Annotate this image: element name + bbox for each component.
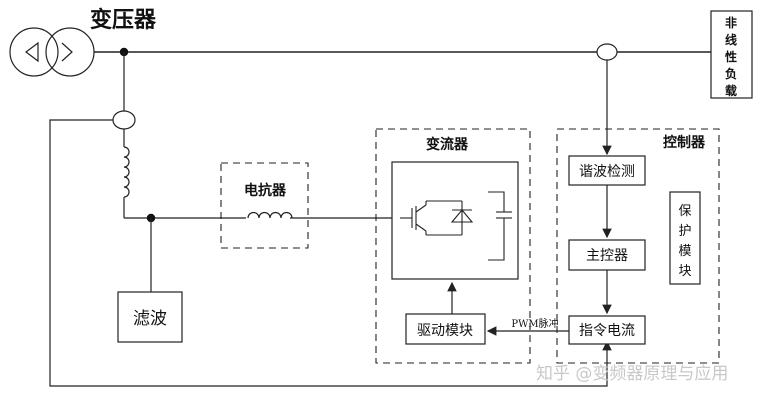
converter-label: 变流器 (426, 136, 469, 153)
watermark: 知乎 @变频器原理与应用 (536, 364, 728, 384)
command-current-box (568, 315, 646, 345)
branch-current-sensor (112, 110, 136, 130)
load-current-sensor (596, 43, 618, 61)
reactor-label: 电抗器 (244, 182, 287, 199)
converter-box (375, 128, 531, 364)
main-controller-label: 主控器 (586, 248, 628, 264)
svg-text:性: 性 (724, 49, 737, 64)
svg-text:负: 负 (725, 66, 737, 81)
filter-label: 滤波 (133, 309, 167, 329)
harmonic-detect-box (568, 155, 646, 186)
transformer-label: 变压器 (90, 7, 157, 33)
svg-text:载: 载 (725, 83, 737, 98)
svg-text:非: 非 (725, 15, 737, 30)
svg-text:块: 块 (678, 264, 691, 279)
protection-module-label: 保 护 模 块 (678, 204, 691, 279)
main-controller-box (568, 239, 646, 271)
nonlinear-load-box (710, 10, 753, 99)
harmonic-detect-label: 谐波检测 (579, 164, 635, 180)
transformer-symbol (9, 27, 95, 77)
reactor-inductor (247, 211, 293, 219)
pwm-label: PWM脉冲 (511, 317, 558, 330)
command-current-label: 指令电流 (579, 323, 635, 339)
dc-capacitor-symbol (488, 191, 512, 261)
filter-box (117, 291, 183, 343)
svg-text:护: 护 (678, 224, 691, 239)
drive-module-label: 驱动模块 (417, 323, 473, 339)
feedback-line (49, 119, 612, 387)
inverter-box (391, 161, 519, 280)
controller-box (556, 128, 720, 364)
protection-module-box (669, 191, 701, 285)
nonlinear-load-label: 非 线 性 负 载 (724, 15, 737, 98)
svg-text:保: 保 (678, 204, 691, 219)
svg-text:线: 线 (725, 32, 737, 47)
drive-module-box (405, 313, 486, 345)
controller-label: 控制器 (663, 134, 706, 151)
branch-inductor (123, 146, 130, 198)
igbt-symbol (400, 200, 474, 236)
svg-text:模: 模 (678, 244, 691, 259)
reactor-box (220, 162, 309, 249)
